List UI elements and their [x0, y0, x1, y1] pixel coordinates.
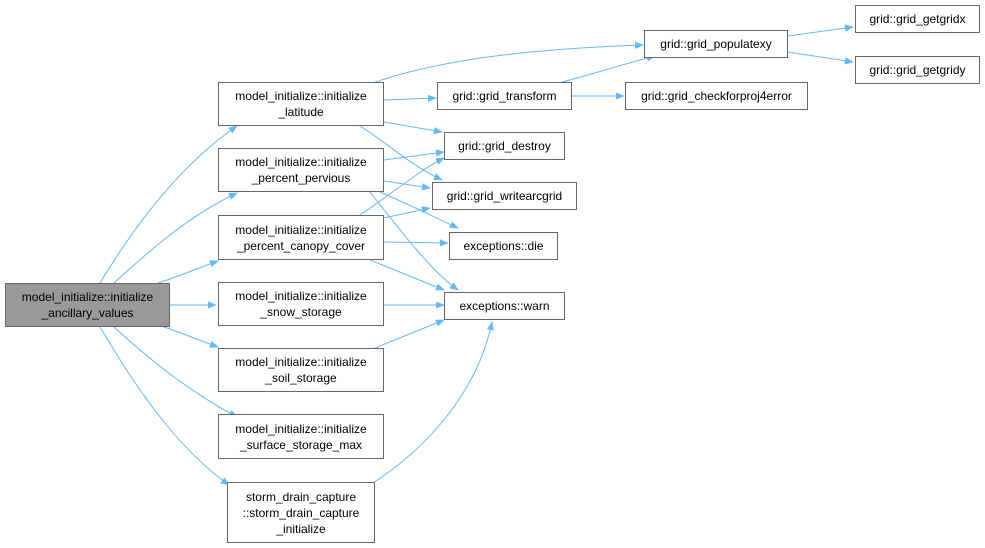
node-initialize-ancillary-values: model_initialize::initialize_ancillary_v… — [5, 283, 170, 327]
node-label-line: grid::grid_checkforproj4error — [641, 89, 792, 103]
edge-canopy-warn — [369, 259, 445, 291]
node-grid-destroy[interactable]: grid::grid_destroy — [444, 132, 565, 160]
node-grid-getgridx[interactable]: grid::grid_getgridx — [855, 5, 980, 33]
node-label-line: _percent_pervious — [251, 171, 351, 185]
node-initialize-percent-pervious[interactable]: model_initialize::initialize_percent_per… — [218, 148, 384, 192]
node-label-line: grid::grid_getgridy — [869, 63, 966, 77]
node-grid-writearcgrid[interactable]: grid::grid_writearcgrid — [432, 182, 577, 210]
node-storm-drain-capture-initialize[interactable]: storm_drain_capture::storm_drain_capture… — [227, 482, 375, 543]
node-initialize-latitude[interactable]: model_initialize::initialize_latitude — [218, 82, 384, 126]
node-label-line: _soil_storage — [265, 371, 337, 385]
edge-root-latitude — [99, 125, 238, 284]
edge-canopy-die — [383, 239, 449, 247]
node-label-line: grid::grid_populatexy — [660, 37, 772, 51]
node-label-line: grid::grid_transform — [452, 89, 557, 103]
edge-root-canopy — [157, 260, 219, 284]
node-label-line: model_initialize::initialize — [235, 289, 367, 303]
node-label-line: ::storm_drain_capture — [242, 505, 360, 520]
node-label-line: model_initialize::initialize — [235, 155, 367, 169]
edge-soil-warn — [369, 319, 445, 351]
node-label-line: grid::grid_getgridx — [869, 12, 966, 26]
edge-populate-getgridy — [787, 51, 854, 65]
node-label-line: model_initialize::initialize — [235, 222, 367, 237]
edge-storm-warn — [369, 321, 494, 486]
node-label-line: model_initialize::initialize — [21, 290, 154, 304]
node-label-line: _initialize — [276, 521, 326, 536]
edge-canopy-destroy — [359, 157, 445, 216]
node-label-line: _percent_canopy_cover — [236, 238, 366, 253]
edge-root-soil — [157, 324, 219, 348]
edge-root-storm — [99, 326, 230, 486]
node-initialize-percent-canopy-cover[interactable]: model_initialize::initialize_percent_can… — [218, 215, 384, 260]
edge-transform-populate — [561, 54, 656, 83]
node-label-line: exceptions::die — [463, 239, 544, 253]
node-initialize-surface-storage-max[interactable]: model_initialize::initialize_surface_sto… — [218, 414, 384, 459]
node-exceptions-warn[interactable]: exceptions::warn — [444, 292, 565, 320]
edge-latitude-transform — [383, 94, 437, 102]
node-grid-getgridy[interactable]: grid::grid_getgridy — [855, 56, 980, 84]
edge-root-surface — [113, 326, 238, 418]
node-label-line: model_initialize::initialize — [235, 355, 367, 369]
edge-pervious-warn — [369, 191, 459, 291]
edge-latitude-writearc — [359, 125, 443, 181]
edge-latitude-populate — [369, 41, 644, 85]
node-exceptions-die[interactable]: exceptions::die — [449, 232, 558, 260]
node-label-line: _surface_storage_max — [239, 437, 363, 452]
node-label-line: grid::grid_writearcgrid — [446, 189, 563, 203]
node-grid-populatexy[interactable]: grid::grid_populatexy — [644, 30, 788, 58]
node-initialize-snow-storage[interactable]: model_initialize::initialize_snow_storag… — [218, 282, 384, 326]
edge-pervious-destroy — [383, 149, 445, 161]
edge-pervious-writearc — [383, 180, 431, 191]
edge-root-pervious — [113, 192, 238, 284]
node-initialize-soil-storage[interactable]: model_initialize::initialize_soil_storag… — [218, 348, 384, 392]
node-label-line: model_initialize::initialize — [235, 89, 367, 103]
node-label-line: storm_drain_capture — [245, 489, 357, 504]
edge-populate-getgridx — [787, 24, 854, 37]
node-label-line: _ancillary_values — [41, 306, 134, 320]
edge-latitude-destroy — [383, 121, 443, 135]
node-label-line: _snow_storage — [260, 305, 342, 319]
node-label-line: _latitude — [278, 105, 324, 119]
node-label-line: exceptions::warn — [459, 299, 550, 313]
node-grid-checkforproj4error[interactable]: grid::grid_checkforproj4error — [625, 82, 808, 110]
node-label-line: grid::grid_destroy — [458, 139, 551, 153]
edge-canopy-writearc — [383, 206, 431, 219]
node-label-line: model_initialize::initialize — [235, 421, 367, 436]
node-grid-transform[interactable]: grid::grid_transform — [437, 82, 572, 110]
